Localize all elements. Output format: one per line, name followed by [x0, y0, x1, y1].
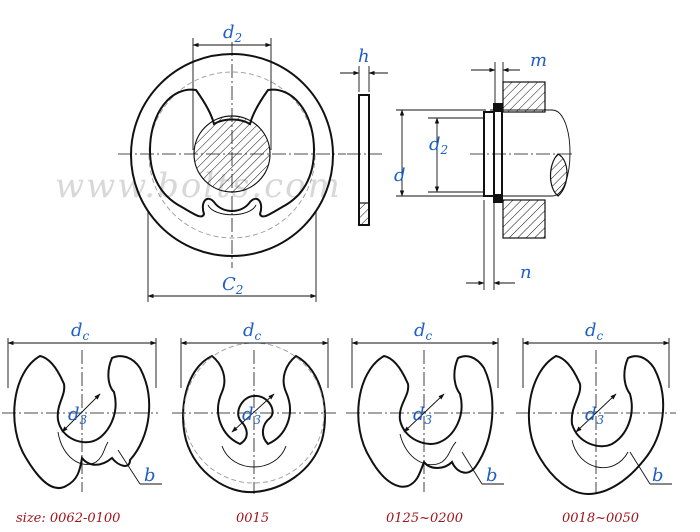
- variant-2-outline: [182, 354, 326, 494]
- m-label: m: [530, 50, 547, 71]
- variant-4-caption: 0018~0050: [562, 511, 639, 526]
- variant-3-outline: [357, 354, 494, 488]
- installed-view: m d2 d n: [394, 50, 575, 290]
- variant-2: dc d3 0015: [172, 320, 336, 526]
- installed-d2-label: d2: [429, 134, 448, 157]
- d-label: d: [394, 165, 406, 186]
- variant-3-b-leader: [461, 451, 483, 485]
- variant-1-dc-label: dc: [71, 320, 90, 343]
- ring-bottom-section: [494, 194, 502, 202]
- housing-top-section: [502, 81, 546, 113]
- d2-label: d2: [223, 22, 242, 45]
- variant-3-d3-label: d3: [413, 404, 433, 427]
- variant-4: dc d3 b 0018~0050: [516, 320, 676, 526]
- side-view: h: [340, 46, 388, 226]
- variant-2-d3-line: [231, 393, 275, 433]
- variant-1-d3-label: d3: [68, 404, 88, 427]
- variant-1: dc d3 b size: 0062-0100: [2, 320, 162, 526]
- c2-label: C2: [222, 274, 243, 297]
- variant-4-b-leader: [629, 451, 651, 485]
- variant-4-b-label: b: [652, 465, 664, 486]
- variant-3-inner-arc: [399, 433, 457, 466]
- variant-1-inner-arc: [57, 431, 109, 465]
- n-label: n: [520, 262, 532, 283]
- variant-3-b-label: b: [486, 465, 498, 486]
- variant-4-inner-arc: [571, 439, 629, 469]
- variant-1-d3-line: [61, 393, 101, 433]
- variant-4-d3-label: d3: [585, 404, 605, 427]
- ring-hidden-circle: [148, 71, 316, 239]
- h-label: h: [358, 46, 370, 67]
- front-view: d2 C2: [118, 22, 346, 302]
- variant-4-outline: [528, 354, 665, 496]
- groove-edge: [493, 103, 503, 203]
- variant-1-caption: size: 0062-0100: [16, 511, 120, 526]
- variant-4-dc-label: dc: [585, 320, 604, 343]
- variant-3-caption: 0125~0200: [386, 511, 463, 526]
- variant-3-dc-label: dc: [414, 320, 433, 343]
- variant-3: dc d3 b 0125~0200: [346, 320, 504, 526]
- variant-2-d3-label: d3: [242, 404, 262, 427]
- variant-1-b-label: b: [144, 465, 156, 486]
- ring-top-section: [494, 104, 502, 112]
- variant-1-outline: [13, 354, 151, 489]
- variant-2-dc-label: dc: [243, 320, 262, 343]
- ring-side-section: [358, 202, 370, 226]
- housing-bottom-section: [502, 199, 546, 239]
- variant-1-b-leader: [117, 449, 141, 485]
- shaft-end-section: [549, 153, 568, 197]
- variant-3-d3-line: [403, 393, 445, 433]
- variant-4-d3-line: [575, 393, 617, 433]
- variant-2-caption: 0015: [236, 511, 269, 526]
- shaft-outline: [490, 109, 571, 197]
